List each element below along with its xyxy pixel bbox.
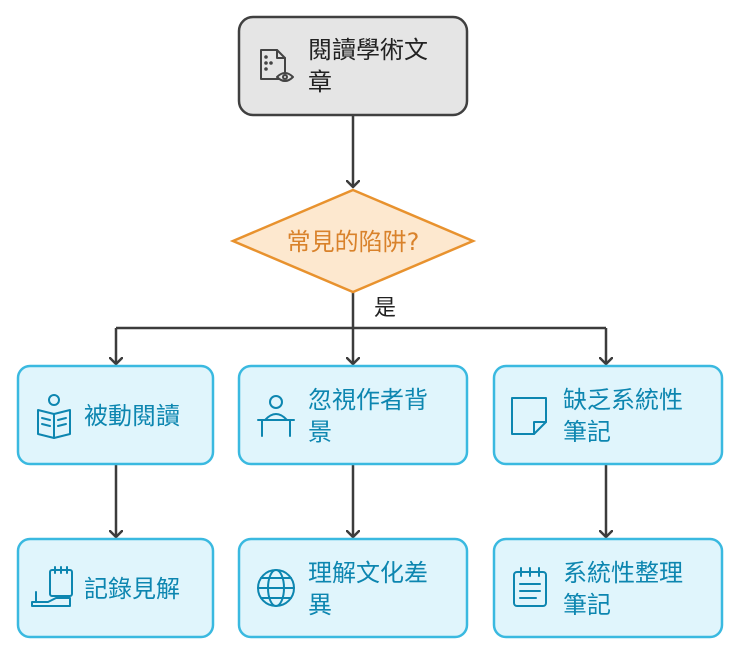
solution-1-line1: 記錄見解	[84, 575, 180, 603]
person-at-desk-icon	[257, 395, 295, 437]
solution-box-3: 系統性整理 筆記	[492, 537, 724, 639]
pitfall-box-3: 缺乏系統性 筆記	[492, 364, 724, 466]
solution-3-line2: 筆記	[563, 591, 611, 619]
start-node: 閱讀學術文 章	[237, 15, 469, 117]
solution-2-line2: 異	[308, 591, 332, 619]
decision-node: 常見的陷阱?	[229, 188, 477, 294]
solution-2-line1: 理解文化差	[308, 559, 428, 587]
document-eye-icon	[260, 49, 294, 82]
globe-icon	[257, 569, 295, 607]
solution-box-1: 記錄見解	[16, 537, 215, 639]
pitfall-3-line1: 缺乏系統性	[563, 386, 683, 414]
notepad-icon	[513, 567, 547, 607]
yes-label: 是	[374, 296, 396, 321]
pitfall-box-2: 忽視作者背 景	[237, 364, 469, 466]
connectors	[116, 115, 606, 537]
solution-box-2: 理解文化差 異	[237, 537, 469, 639]
start-node-line2: 章	[308, 68, 332, 96]
pitfall-box-1: 被動閱讀	[16, 364, 215, 466]
pitfall-3-line2: 筆記	[563, 418, 611, 446]
pitfall-2-line2: 景	[308, 418, 332, 446]
solution-3-line1: 系統性整理	[563, 559, 683, 587]
start-node-line1: 閱讀學術文	[308, 36, 428, 64]
decision-text: 常見的陷阱?	[287, 228, 420, 256]
reading-person-icon	[37, 394, 71, 439]
pitfall-1-line1: 被動閱讀	[84, 402, 180, 430]
sticky-note-icon	[511, 397, 547, 435]
pitfall-2-line1: 忽視作者背	[308, 386, 428, 414]
hand-notepad-icon	[31, 566, 73, 607]
